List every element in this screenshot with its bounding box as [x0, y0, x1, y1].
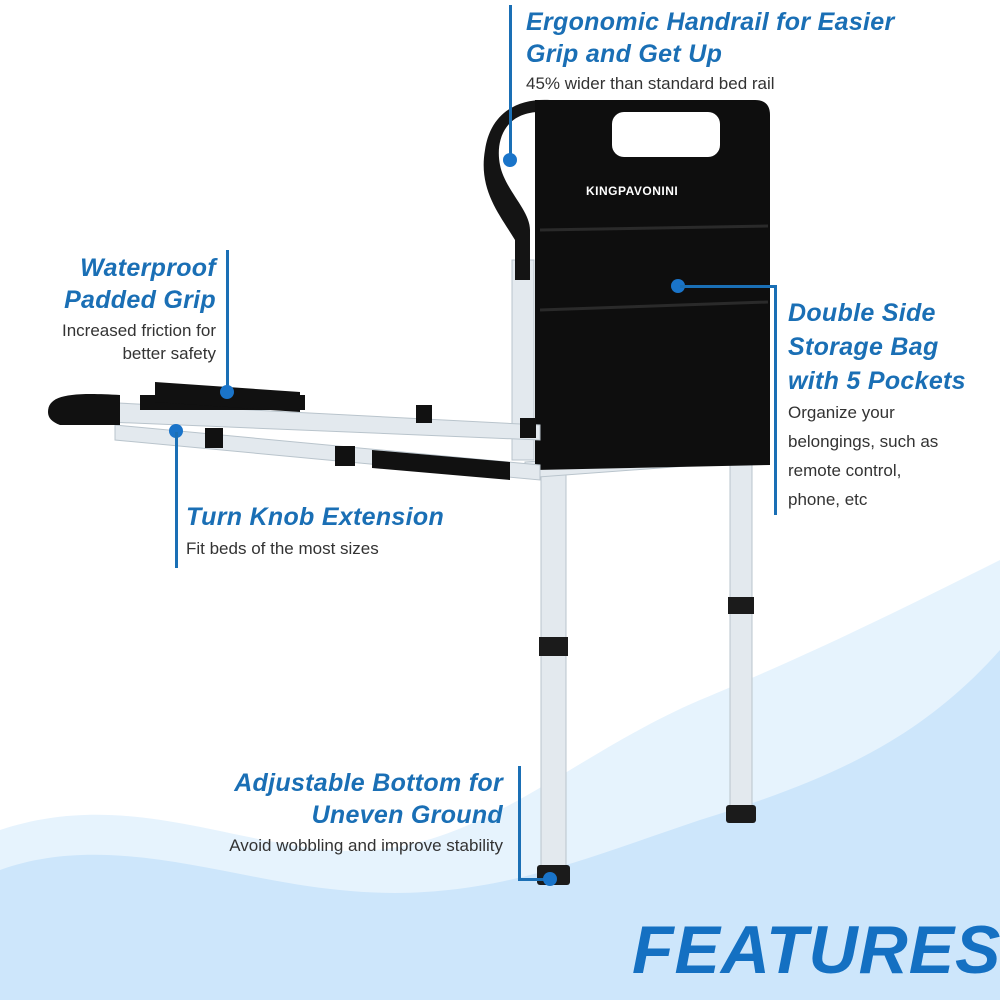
callout-line-bottom [518, 766, 521, 881]
feature-padded-grip: Waterproof Padded Grip Increased frictio… [62, 252, 216, 365]
feature-description: Fit beds of the most sizes [186, 539, 379, 558]
feature-description: belongings, such as [788, 432, 939, 451]
feature-title: Storage Bag [788, 333, 939, 361]
feature-turn-knob: Turn Knob Extension Fit beds of the most… [186, 501, 444, 560]
brand-logo: KINGPAVONINI [586, 184, 679, 198]
feature-title: Double Side [788, 299, 936, 327]
feature-description: Avoid wobbling and improve stability [229, 836, 503, 855]
feature-title: Waterproof [80, 254, 216, 282]
features-heading: FEATURES [632, 912, 1000, 988]
callout-dot-storage [671, 279, 685, 293]
callout-dot-bottom [543, 872, 557, 886]
callout-dot-grip [220, 385, 234, 399]
feature-handrail: Ergonomic Handrail for Easier Grip and G… [526, 6, 895, 95]
feature-description: better safety [122, 344, 216, 363]
feature-title: Turn Knob Extension [186, 503, 445, 531]
feature-storage-bag: Double Side Storage Bag with 5 Pockets O… [788, 296, 966, 514]
feature-adjustable-bottom: Adjustable Bottom for Uneven Ground Avoi… [229, 767, 503, 857]
feature-description: Increased friction for [61, 321, 216, 340]
callout-dot-knob [169, 424, 183, 438]
feature-title: Padded Grip [64, 286, 216, 314]
callout-line-knob [175, 432, 178, 568]
feature-title: with 5 Pockets [788, 367, 966, 395]
feature-description: 45% wider than standard bed rail [526, 74, 775, 93]
feature-title: Grip and Get Up [526, 40, 723, 68]
callout-line-grip [226, 250, 229, 390]
feature-description: Organize your [788, 403, 895, 422]
feature-title: Adjustable Bottom for [234, 769, 503, 797]
feature-description: remote control, [788, 461, 902, 480]
callout-dot-handrail [503, 153, 517, 167]
callout-hline-bottom [518, 878, 548, 881]
callout-hline-storage [680, 285, 776, 288]
feature-description: phone, etc [788, 490, 868, 509]
callout-line-storage [774, 285, 777, 515]
feature-title: Uneven Ground [311, 801, 503, 829]
callout-line-handrail [509, 5, 512, 157]
feature-title: Ergonomic Handrail for Easier [526, 8, 895, 36]
